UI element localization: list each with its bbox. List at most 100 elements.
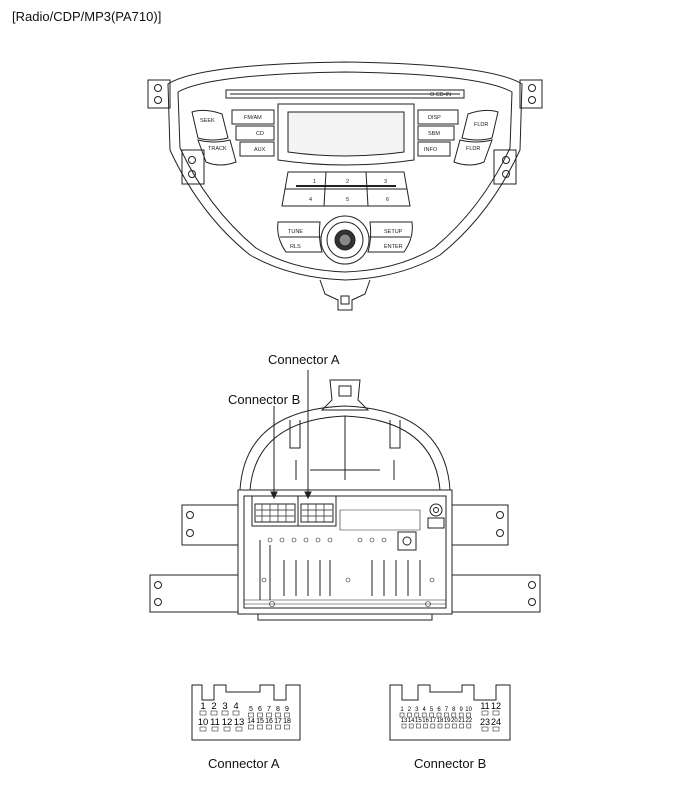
pin-socket [421,712,427,718]
pin-label: 3 [415,707,419,713]
connector-a-caption: Connector A [208,756,280,771]
pin-label: 8 [276,706,280,713]
connector-a-arrow [304,491,312,500]
pin-socket [458,712,464,718]
setup-button[interactable]: SETUP [384,229,403,235]
pin-socket [248,712,254,718]
pin-socket [436,712,442,718]
fldr-down-button[interactable]: FLDR [466,146,480,152]
pin-socket [284,724,290,730]
pin-socket [452,723,457,729]
connector-a-outline [191,684,301,741]
fldr-up-button[interactable]: FLDR [474,122,488,128]
pin-label: 11 [210,717,220,728]
cd-button[interactable]: CD [256,131,264,137]
pin-label: 15 [415,718,422,724]
pin-socket [284,712,290,718]
pin-label: 1 [200,701,205,712]
pin-socket [429,712,434,718]
pin-socket [481,710,489,716]
eject-button[interactable]: O CD-IN [430,92,451,98]
pin-label: 8 [452,707,456,713]
pin-label: 3 [222,701,227,712]
pin-label: 17 [274,718,282,725]
pin-label: 21 [458,718,465,724]
connector-b-outline [389,684,511,741]
pin-socket [414,712,420,718]
connector-b-caption: Connector B [414,756,487,771]
connector-b-arrow [270,491,278,500]
pin-label: 18 [283,718,291,725]
pin-label: 2 [211,701,216,712]
pin-socket [257,712,263,718]
tune-button[interactable]: TUNE [288,229,303,235]
pin-socket [221,710,229,716]
pin-label: 24 [491,717,501,727]
preset-5-button[interactable]: 5 [346,197,349,203]
pin-label: 10 [198,717,209,728]
pin-label: 14 [247,718,255,725]
disp-button[interactable]: DISP [428,115,441,121]
pin-label: 7 [267,706,271,713]
pin-label: 12 [222,717,233,728]
seek-button[interactable]: SEEK [200,118,215,124]
pin-socket [430,723,436,729]
pin-label: 13 [401,718,408,724]
pin-label: 9 [460,707,464,713]
pin-label: 22 [465,718,472,724]
pin-socket [211,726,219,732]
pin-label: 6 [258,706,262,713]
sbm-button[interactable]: SBM [428,131,440,137]
preset-6-button[interactable]: 6 [386,197,389,203]
pin-label: 14 [408,718,415,724]
pin-socket [199,726,207,732]
pin-label: 15 [256,718,264,725]
pin-socket [407,712,412,718]
pin-socket [257,724,263,730]
track-button[interactable]: TRACK [208,146,227,152]
pin-label: 18 [437,718,444,724]
pin-socket [466,723,472,729]
pin-socket [444,723,450,729]
pin-socket [444,712,449,718]
pin-socket [248,724,254,730]
pin-label: 23 [480,717,490,727]
preset-2-button[interactable]: 2 [346,179,349,185]
pin-socket [459,723,464,729]
pin-socket [275,712,281,718]
pin-label: 13 [234,717,245,728]
pin-socket [266,712,272,718]
pin-socket [199,710,207,716]
preset-3-button[interactable]: 3 [384,179,387,185]
pin-socket [266,724,272,730]
aux-button[interactable]: AUX [254,147,266,153]
pin-label: 4 [233,701,238,712]
pin-label: 9 [285,706,289,713]
pin-label: 16 [265,718,273,725]
pin-socket [275,724,281,730]
pin-label: 20 [451,718,458,724]
pin-socket [466,712,471,718]
pin-socket [235,726,243,732]
pin-label: 16 [422,718,429,724]
fm-am-button[interactable]: FM/AM [244,115,262,121]
enter-button[interactable]: ENTER [384,244,403,250]
pin-label: 7 [445,707,449,713]
rls-button[interactable]: RLS [290,244,301,250]
preset-1-button[interactable]: 1 [313,179,316,185]
preset-4-button[interactable]: 4 [309,197,312,203]
info-button[interactable]: INFO [424,147,438,153]
pin-socket [437,723,443,729]
pin-socket [492,726,500,732]
pin-socket [210,710,218,716]
connector-b-label: Connector B [228,392,301,407]
pin-label: 12 [491,701,501,711]
page-title: [Radio/CDP/MP3(PA710)] [12,9,162,24]
pin-label: 2 [408,707,412,713]
pin-label: 6 [437,707,441,713]
pin-label: 10 [465,707,472,713]
pin-socket [451,712,457,718]
pin-socket [408,723,414,729]
